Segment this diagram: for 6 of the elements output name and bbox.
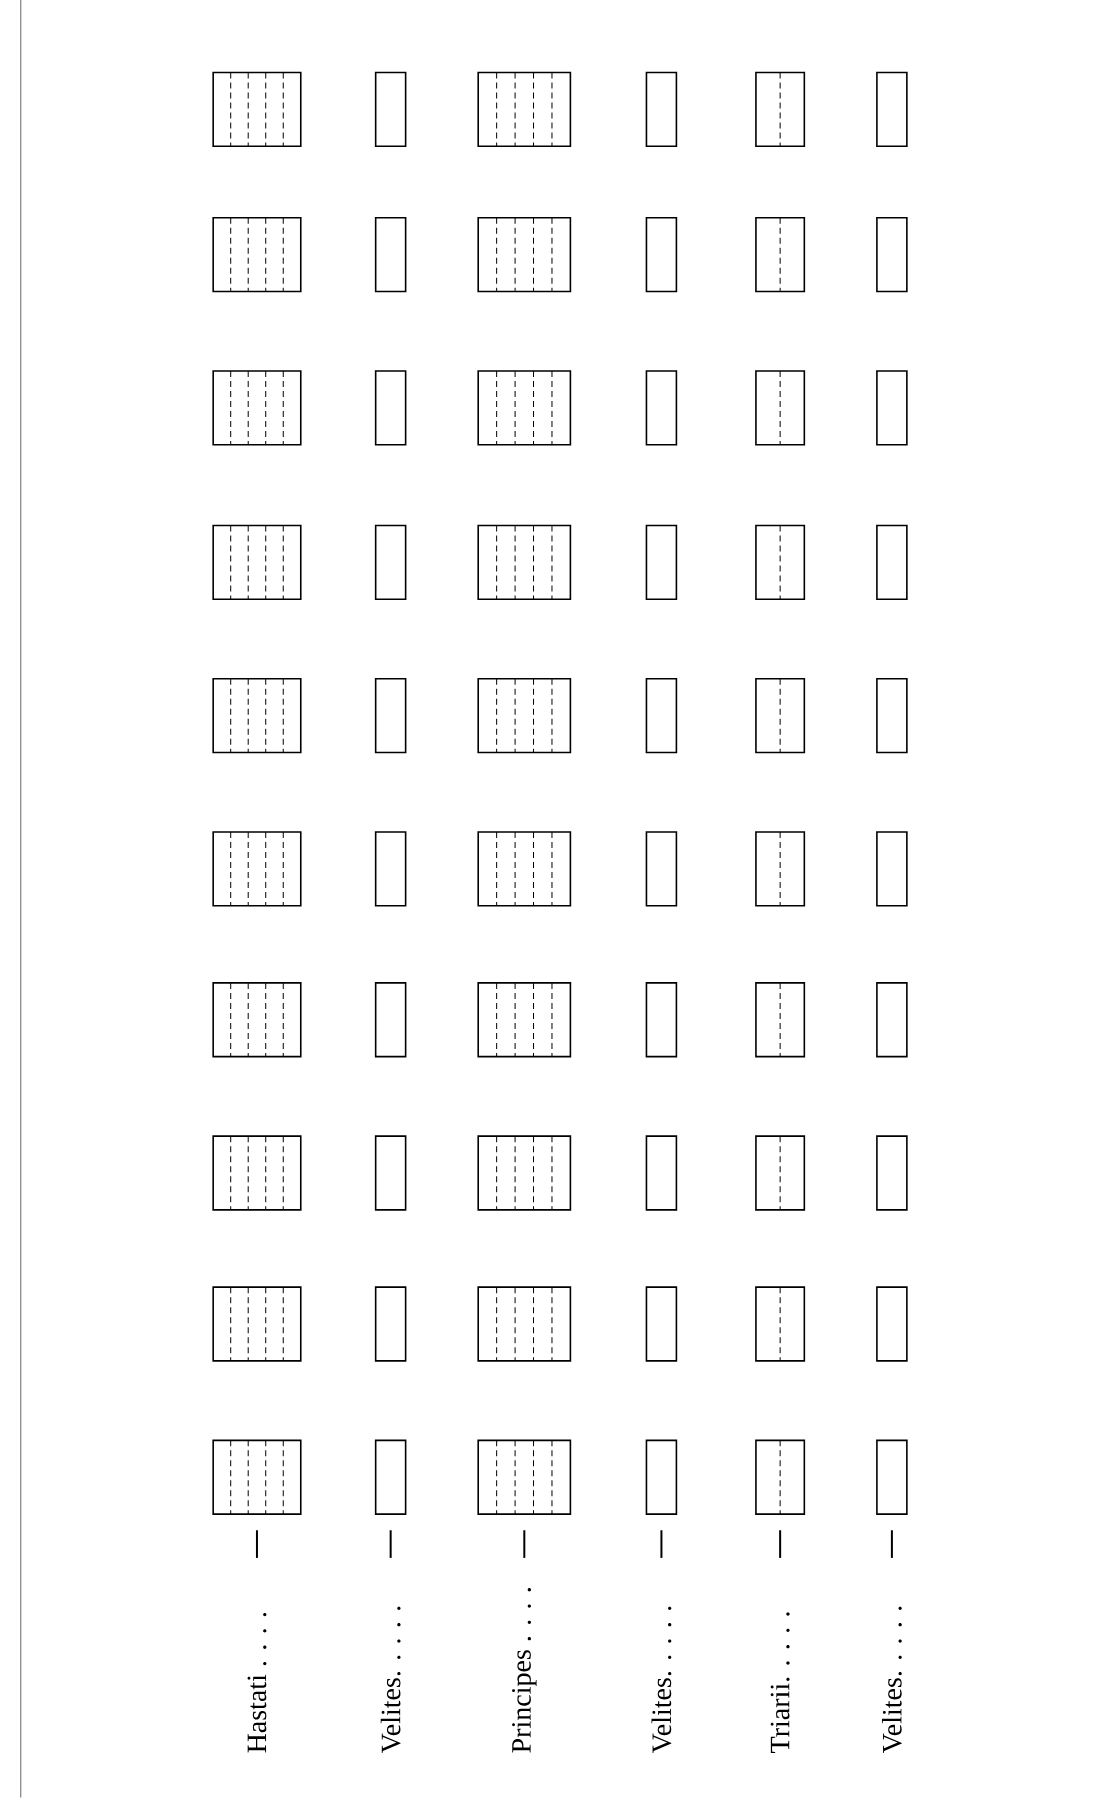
column-label: Triarii. . . . . [770, 1612, 790, 1753]
column-label: Hastati . . . . [247, 1612, 267, 1753]
column-label: Velites. . . . . [651, 1606, 672, 1754]
column-label: Principes . . . . [512, 1588, 537, 1753]
column-label: Velites. . . . . [380, 1606, 401, 1754]
column-label: Velites. . . . . [881, 1606, 902, 1754]
